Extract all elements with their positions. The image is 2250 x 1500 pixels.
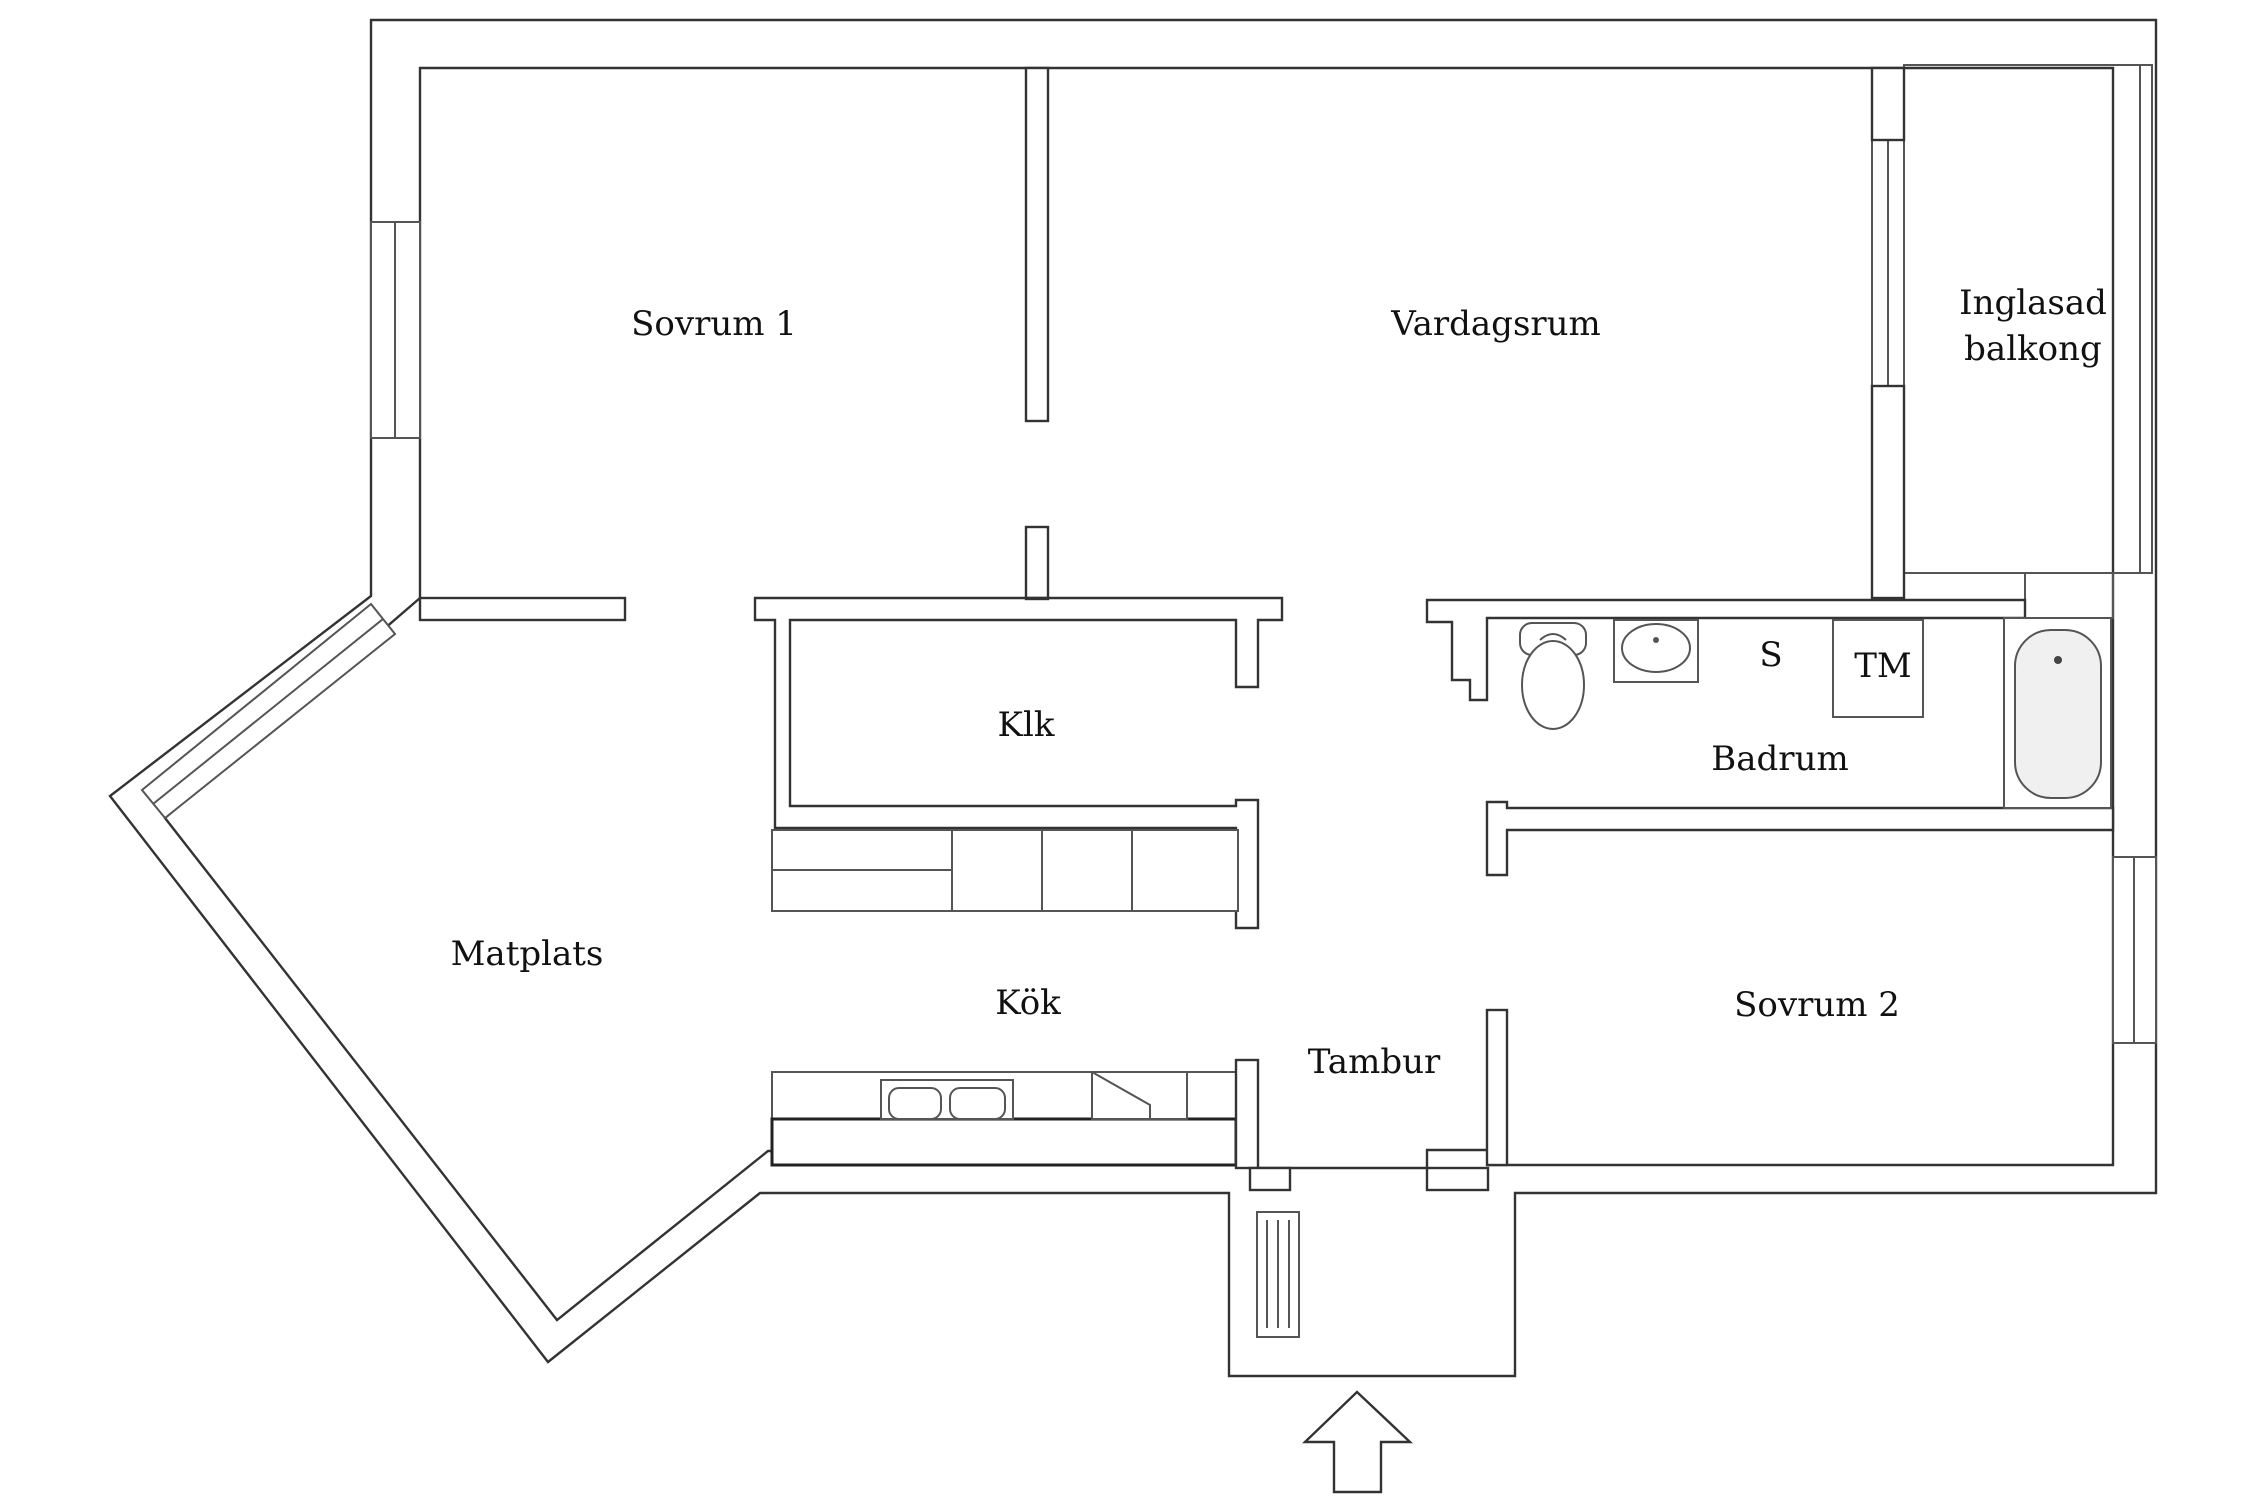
wall-vardag-balkong-bottom: [1870, 384, 1906, 600]
wall-vardag-balkong-top: [1870, 66, 1906, 142]
room-label-matplats: Matplats: [450, 934, 604, 975]
room-label-kok: Kök: [995, 983, 1061, 1024]
wall-tambur-left: [1248, 1166, 1292, 1192]
wall-sovrum1-vardag-top: [1024, 66, 1050, 423]
sink-icon: [880, 1079, 1014, 1120]
wall-sovrum1-bottom: [418, 596, 627, 622]
kitchen-countertop: [770, 1117, 1238, 1167]
room-label-balkong-line2: balkong: [1964, 329, 2102, 369]
stove-icon: [1091, 1071, 1188, 1120]
toilet-icon: [1519, 622, 1587, 730]
washbasin-icon: [1613, 619, 1699, 683]
wall-sovrum2-left: [1485, 1008, 1509, 1167]
tm-box: [1832, 619, 1924, 718]
wall-klk-top-stub: [1024, 596, 1050, 601]
fixture-label-tm: TM: [1854, 646, 1912, 686]
wall-badrum-lower: [1485, 800, 2115, 877]
bathtub-icon: [2003, 617, 2112, 809]
fixture-label-s: S: [1759, 635, 1783, 675]
radiator-icon: [1256, 1211, 1300, 1338]
wall-sovrum1-vardag-bottom: [1024, 525, 1050, 601]
room-label-balkong-line1: Inglasad: [1959, 283, 2107, 324]
entrance-arrow-icon: [1302, 1390, 1414, 1494]
wall-klk: [753, 596, 1284, 930]
room-label-sovrum1: Sovrum 1: [631, 304, 797, 345]
room-label-balkong: Inglasad balkong: [1959, 281, 2107, 373]
wall-tambur-right: [1425, 1166, 1490, 1192]
room-label-tambur: Tambur: [1307, 1042, 1441, 1083]
room-label-badrum: Badrum: [1711, 739, 1849, 780]
wall-badrum: [1425, 598, 2027, 702]
room-label-vardagsrum: Vardagsrum: [1391, 304, 1601, 345]
balcony-door: [2024, 572, 2114, 619]
wall-kok-right: [1234, 1058, 1260, 1170]
room-label-sovrum2: Sovrum 2: [1734, 985, 1900, 1026]
room-label-klk: Klk: [997, 705, 1055, 746]
